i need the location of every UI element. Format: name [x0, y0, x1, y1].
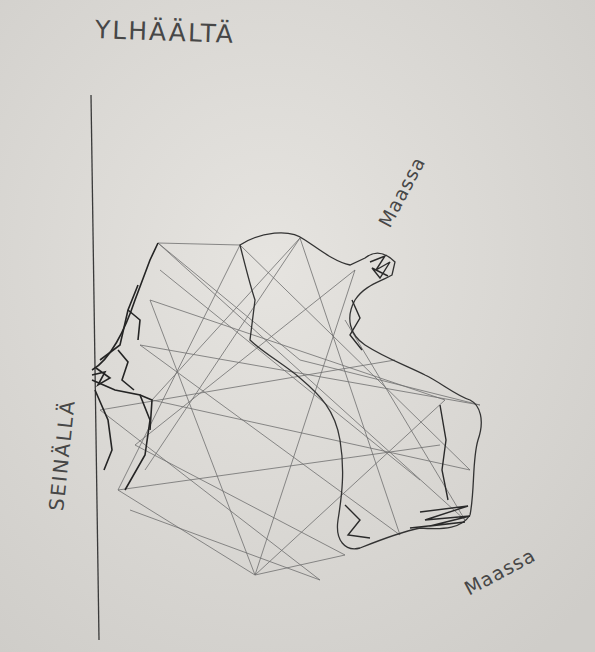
wall-attachment — [92, 243, 158, 490]
view-title: YLHÄÄLTÄ — [95, 17, 236, 47]
ground-object — [240, 233, 481, 549]
pencil-scribble — [345, 256, 470, 538]
